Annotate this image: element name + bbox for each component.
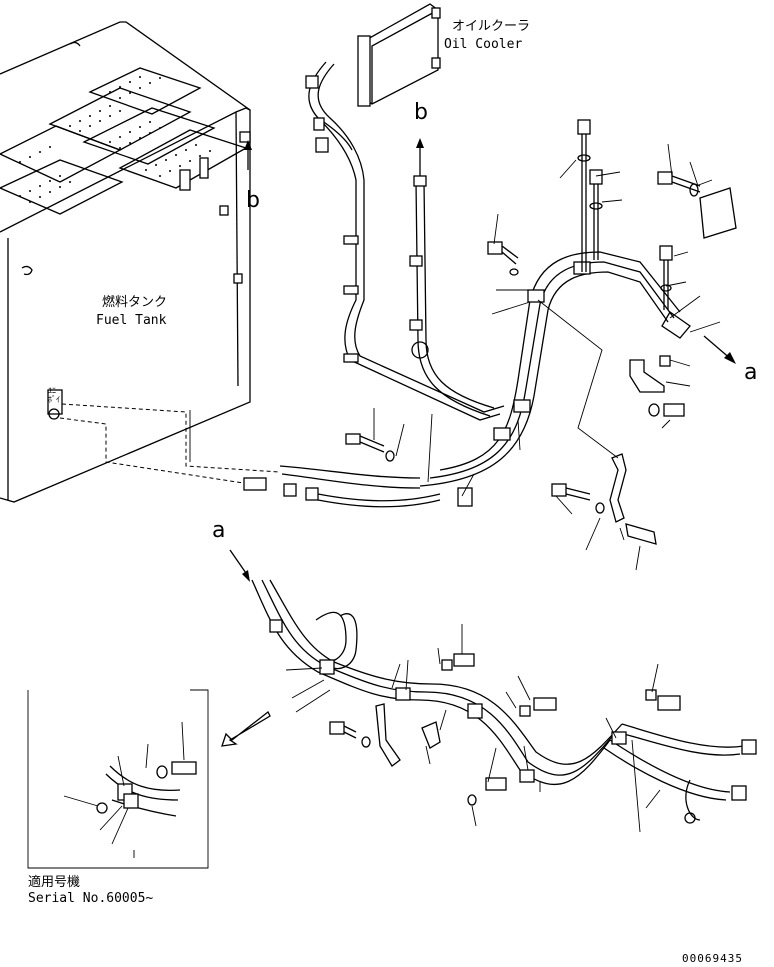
leader-lines — [189, 143, 721, 833]
hose-b — [409, 175, 495, 417]
inset-detail — [27, 689, 209, 869]
bolts-upper-right — [487, 119, 737, 417]
tank-port-label: ﾕﾆ ﾎﾞｲ — [48, 386, 60, 404]
main-hose-bundle — [419, 251, 691, 487]
arrows — [221, 138, 736, 747]
callout-a-top: a — [744, 360, 758, 385]
callout-b-top: b — [414, 100, 428, 125]
lower-hose-bundle — [251, 579, 757, 824]
fuel-tank-jp-label: 燃料タンク — [102, 295, 168, 310]
fuel-line-dashed-2 — [59, 417, 251, 485]
cooler-hoses — [305, 61, 505, 421]
serial-jp-label: 適用号機 — [28, 875, 81, 890]
fuel-line-dashed — [61, 403, 281, 473]
fuel-tank-en-label: Fuel Tank — [96, 313, 167, 328]
oil-cooler — [357, 3, 441, 107]
serial-en-label: Serial No.60005~ — [28, 891, 154, 906]
oil-cooler-en-label: Oil Cooler — [444, 37, 523, 52]
bolts-lower — [329, 653, 681, 806]
bolts-middle — [345, 433, 657, 545]
callout-a-bottom: a — [212, 518, 226, 543]
oil-cooler-jp-label: オイルクーラ — [452, 19, 531, 34]
callout-b-tank: b — [246, 188, 260, 213]
fuel-hose — [243, 465, 473, 508]
drawing-number: 00069435 — [682, 952, 743, 965]
fuel-tank — [0, 21, 251, 503]
